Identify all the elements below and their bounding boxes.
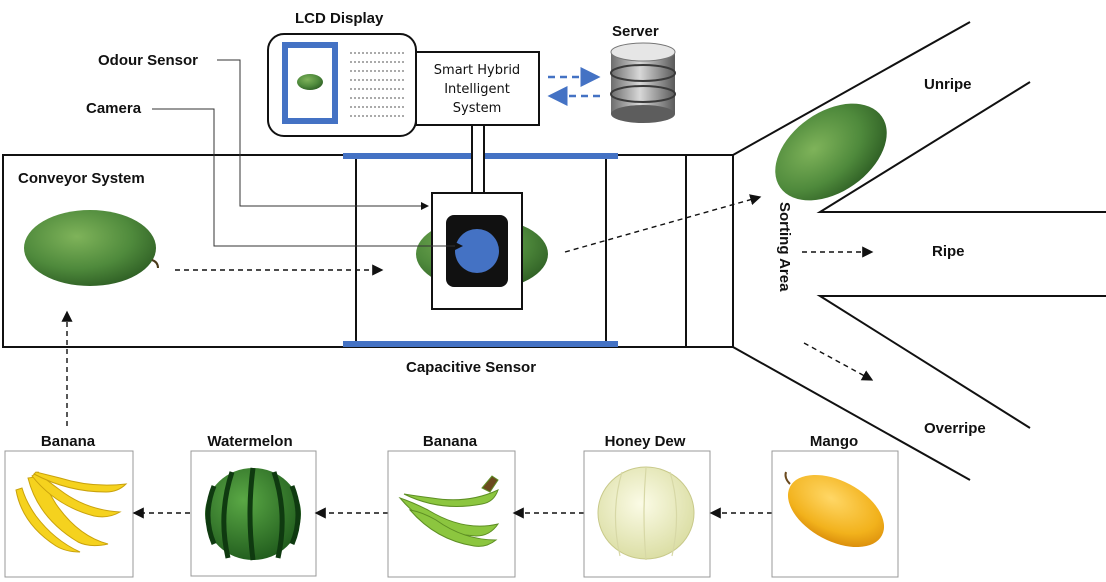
smart-hybrid-system-box xyxy=(415,51,540,126)
odour-sensor-leader xyxy=(217,59,429,210)
mango-on-conveyor xyxy=(24,210,159,286)
camera-lens-icon xyxy=(455,229,499,273)
sorting-area-label: Sorting Area xyxy=(776,202,793,292)
camera-label: Camera xyxy=(86,100,142,117)
flow-arrow-overripe xyxy=(803,342,874,381)
overripe-label: Overripe xyxy=(924,420,986,437)
fruit-label-5: Mango xyxy=(810,433,858,450)
fruit-label-3: Banana xyxy=(423,433,478,450)
yellow-mango-icon xyxy=(784,471,885,548)
unripe-label: Unripe xyxy=(924,76,972,93)
fruit-card-3 xyxy=(387,450,516,578)
ripe-label: Ripe xyxy=(932,243,965,260)
capacitive-plate-bottom xyxy=(343,341,618,347)
honeydew-icon xyxy=(597,466,695,561)
mount-pole xyxy=(471,124,485,194)
lcd-mango-thumbnail xyxy=(297,74,323,90)
camera-leader xyxy=(152,108,463,250)
capacitive-sensor-label: Capacitive Sensor xyxy=(406,359,536,376)
sorting-chutes xyxy=(732,21,1106,481)
server-label: Server xyxy=(612,23,659,40)
system-line-3: System xyxy=(453,101,501,116)
odour-sensor-label: Odour Sensor xyxy=(98,52,198,69)
system-line-2: Intelligent xyxy=(444,82,510,97)
lcd-display-label: LCD Display xyxy=(295,10,384,27)
conveyor-system-label: Conveyor System xyxy=(18,170,145,187)
green-banana-icon xyxy=(398,475,500,547)
server-database-icon xyxy=(610,42,676,123)
flow-arrow-to-sorting xyxy=(564,194,762,253)
watermelon-icon xyxy=(205,467,301,561)
lcd-text-lines xyxy=(350,52,404,117)
sorted-mango xyxy=(775,103,887,201)
yellow-banana-icon xyxy=(15,471,128,553)
fruit-label-2: Watermelon xyxy=(207,433,292,450)
system-line-1: Smart Hybrid xyxy=(434,63,520,78)
fruit-label-4: Honey Dew xyxy=(605,433,686,450)
fruit-label-1: Banana xyxy=(41,433,96,450)
